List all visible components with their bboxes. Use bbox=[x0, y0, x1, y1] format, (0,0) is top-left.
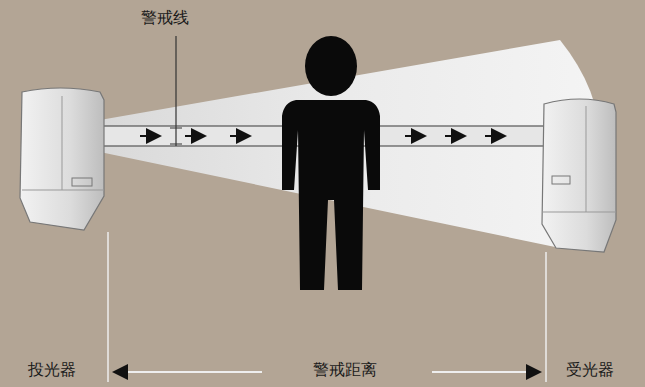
device-label: 投光器 bbox=[25, 361, 79, 379]
leader-tick bbox=[170, 128, 182, 129]
distance-label: 警戒距离 bbox=[310, 361, 380, 379]
distance-arrow bbox=[432, 371, 540, 373]
distance-arrow bbox=[114, 371, 262, 373]
warning-line-label: 警戒线 bbox=[138, 9, 192, 27]
leader-line bbox=[107, 232, 109, 382]
device-label: 受光器 bbox=[563, 361, 617, 379]
leader-line bbox=[545, 252, 547, 382]
transmitter-device bbox=[20, 88, 104, 230]
receiver-device bbox=[542, 99, 616, 252]
leader-line bbox=[175, 36, 176, 146]
leader-tick bbox=[170, 144, 182, 145]
person-silhouette bbox=[282, 36, 380, 290]
